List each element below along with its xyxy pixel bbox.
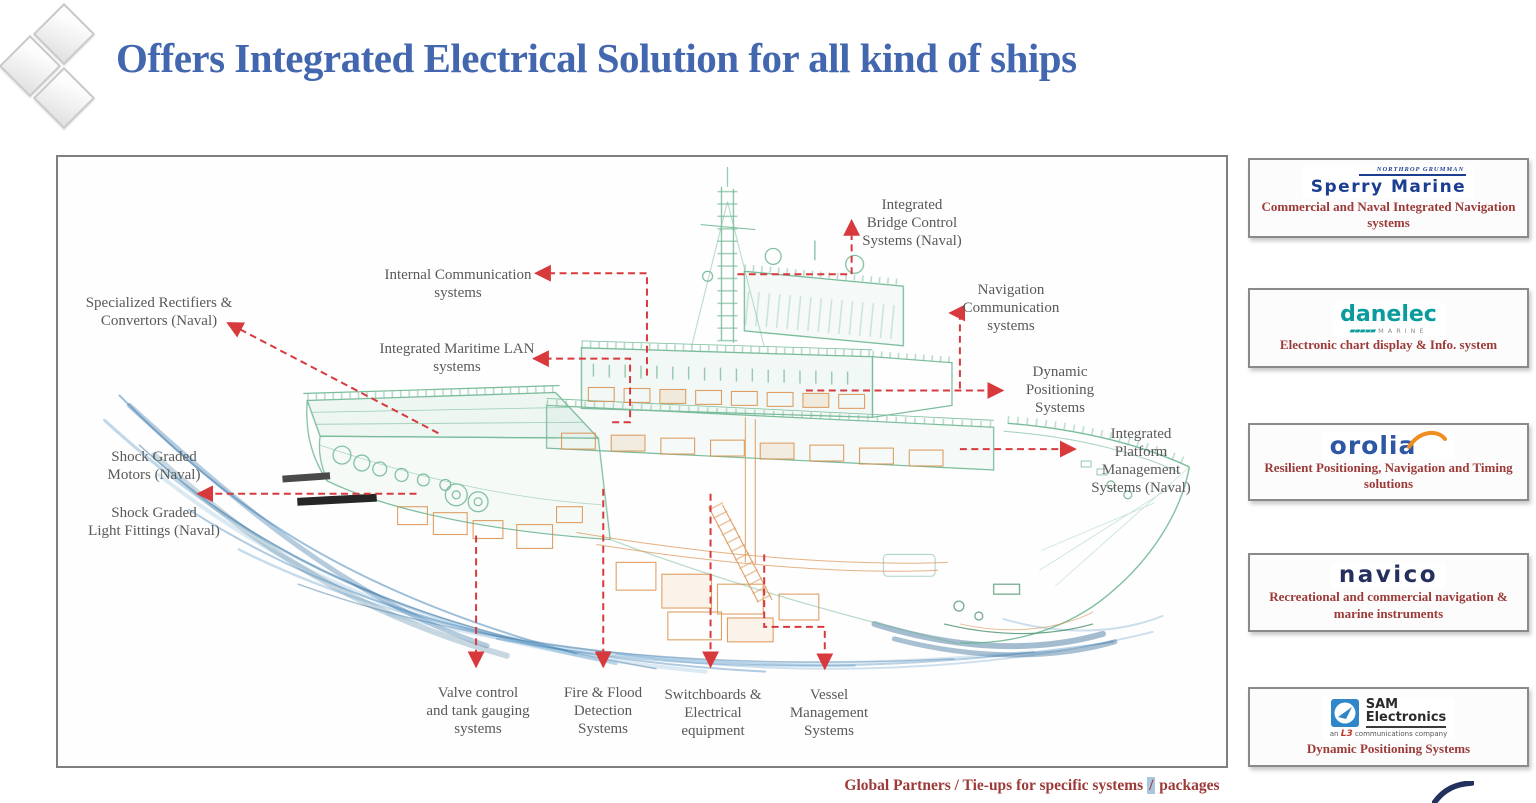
partner-description: Dynamic Positioning Systems: [1306, 741, 1471, 757]
caption-suffix: packages: [1155, 777, 1220, 794]
partner-box-navico: navico Recreational and commercial navig…: [1248, 553, 1529, 632]
sperry-marine-logo: NORTHROP GRUMMAN Sperry Marine: [1302, 164, 1475, 198]
page-title: Offers Integrated Electrical Solution fo…: [116, 35, 1077, 81]
navico-logo: navico: [1330, 562, 1447, 589]
danelec-logo: danelec ▰▰▰▰▰ MARINE: [1332, 301, 1445, 336]
partner-description: Electronic chart display & Info. system: [1279, 336, 1498, 352]
label-shock-graded-motors: Shock Graded Motors (Naval): [107, 449, 201, 483]
label-shock-graded-light-fittings: Shock Graded Light Fittings (Naval): [88, 505, 220, 539]
leader-arrows: [196, 218, 1077, 671]
partner-box-sperry-marine: NORTHROP GRUMMAN Sperry Marine Commercia…: [1248, 158, 1529, 238]
danelec-marine-text: MARINE: [1378, 326, 1428, 335]
arrow-vessel-management: [763, 554, 834, 671]
danelec-blocks-icon: ▰▰▰▰▰: [1349, 325, 1376, 335]
label-navigation-communication: Navigation Communication systems: [962, 282, 1060, 334]
partner-box-orolia: orolia Resilient Positioning, Navigation…: [1248, 423, 1529, 501]
label-specialized-rectifiers: Specialized Rectifiers & Convertors (Nav…: [85, 295, 233, 329]
label-switchboards-electrical: Switchboards & Electrical equipment: [664, 687, 762, 739]
caption-highlighted-slash: /: [1147, 777, 1156, 794]
label-vessel-management: Vessel Management Systems: [789, 687, 869, 739]
label-dynamic-positioning: Dynamic Positioning Systems: [1025, 364, 1095, 416]
ship-diagram-panel: Specialized Rectifiers & Convertors (Nav…: [56, 155, 1228, 768]
orolia-text: orolia: [1329, 430, 1417, 460]
sam-text-line1: SAM: [1365, 696, 1399, 712]
partner-description: Resilient Positioning, Navigation and Ti…: [1264, 459, 1513, 491]
propeller-shaft-bars: [282, 472, 377, 506]
ship-hull: [303, 166, 1191, 645]
partner-description: Recreational and commercial navigation &…: [1269, 589, 1508, 621]
label-valve-control: Valve control and tank gauging systems: [426, 685, 530, 737]
global-partners-caption: Global Partners / Tie-ups for specific s…: [742, 777, 1322, 795]
partner-description: Commercial and Naval Integrated Navigati…: [1261, 198, 1516, 230]
danelec-text: danelec: [1340, 301, 1437, 327]
sam-text-line2: Electronics: [1365, 710, 1447, 726]
orolia-logo: orolia: [1321, 430, 1456, 460]
l3-mark: L3: [1340, 729, 1353, 740]
sam-electronics-logo: SAM Electronics an L3 communications com…: [1321, 696, 1456, 741]
orolia-swoosh-icon: [1407, 431, 1448, 450]
sam-sub-suffix: communications company: [1354, 730, 1448, 739]
navico-text: navico: [1338, 562, 1439, 589]
northrop-grumman-text: NORTHROP GRUMMAN: [1358, 166, 1467, 176]
arrow-integrated-maritime-lan: [532, 350, 632, 424]
label-integrated-bridge-control: Integrated Bridge Control Systems (Naval…: [862, 197, 962, 249]
ship-machinery: [397, 386, 1094, 643]
label-integrated-platform-management: Integrated Platform Management Systems (…: [1091, 426, 1191, 496]
arrow-navigation-communication: [948, 304, 966, 389]
sam-icon: [1330, 698, 1359, 727]
label-fire-flood-detection: Fire & Flood Detection Systems: [563, 685, 643, 737]
corner-swoosh-icon: [1432, 781, 1474, 803]
arrow-internal-communication: [534, 264, 648, 376]
sperry-marine-text: Sperry Marine: [1310, 176, 1467, 197]
partner-box-sam-electronics: SAM Electronics an L3 communications com…: [1248, 687, 1529, 767]
label-integrated-maritime-lan: Integrated Maritime LAN systems: [379, 341, 535, 375]
sam-sub-prefix: an: [1329, 730, 1339, 739]
partner-box-danelec: danelec ▰▰▰▰▰ MARINE Electronic chart di…: [1248, 288, 1529, 368]
ship-illustration: [103, 166, 1191, 674]
arrow-specialized-rectifiers: [226, 322, 439, 435]
caption-prefix: Global Partners / Tie-ups for specific s…: [844, 777, 1148, 794]
arrow-integrated-bridge-control: [737, 218, 861, 276]
label-internal-communication: Internal Communication systems: [384, 267, 532, 301]
